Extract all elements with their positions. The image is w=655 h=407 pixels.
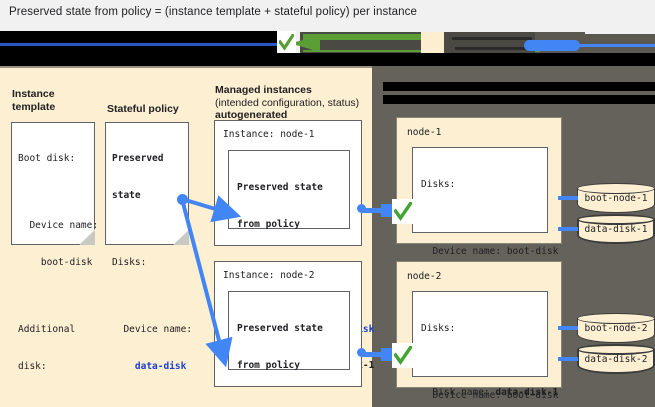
cream-chip (421, 32, 444, 55)
blue-blob (524, 40, 580, 51)
node-1-disks-box: Disks: Device name: boot-disk Disk name:… (412, 147, 558, 398)
managed-instance-title-2: Instance: node-2 (223, 270, 315, 281)
arrow-head-node-1 (381, 204, 394, 217)
stateful-policy-card: Preserved state Disks: Device name: data… (105, 122, 192, 372)
heading-managed-instances: Managed instances (intended configuratio… (215, 84, 360, 121)
preserved-state-box-1: Preserved state from policy Disks: Devic… (228, 150, 374, 371)
green-bar-top (303, 34, 421, 40)
blue-rule-line (0, 43, 282, 46)
connector-boot-node-2 (558, 326, 578, 330)
preserved-state-box-2: Preserved state from policy Disks: Devic… (228, 291, 350, 371)
check-mark-badge-node-2 (392, 343, 414, 368)
n2-disks-label: Disks: (421, 323, 456, 335)
sp-line-2: state (112, 190, 141, 202)
managed-instance-box-node-1: Instance: node-1 Preserved state from po… (214, 120, 374, 371)
disk-cylinder-boot-node-2: boot-node-2 (577, 313, 655, 343)
check-mark-badge-node-1 (392, 199, 414, 224)
arrow-line-node-1 (362, 208, 386, 213)
node-1-title: node-1 (407, 127, 442, 138)
n2-boot-device-row: Device name: boot-disk (432, 390, 559, 402)
heading-instance-template: Instance template (12, 88, 56, 113)
tpl-line-1: Boot disk: (18, 153, 76, 165)
arrow-dot-node-1 (357, 204, 366, 213)
connector-data-disk-1 (558, 227, 578, 231)
arrow-head-node-2 (381, 348, 394, 361)
blue-tail-line (556, 44, 655, 47)
node-box-node-1: node-1 Disks: Device name: boot-disk Dis… (396, 117, 562, 398)
disk-cylinder-data-disk-2: data-disk-2 (577, 344, 655, 374)
redaction-line-1 (452, 37, 532, 40)
redacted-header-band (0, 31, 655, 66)
sp-line-4: Disks: (112, 257, 147, 269)
band-notch (585, 31, 655, 34)
arrow-origin-dot-policy (177, 194, 188, 205)
tpl-line-6: Additional (18, 324, 76, 336)
page-title: Preserved state from policy = (instance … (9, 6, 418, 18)
n1-disks-label: Disks: (421, 179, 456, 191)
disk-cylinder-data-disk-1: data-disk-1 (577, 214, 655, 244)
heading-stateful-policy: Stateful policy (107, 103, 179, 115)
instance-template-card: Boot disk: Device name: boot-disk Additi… (11, 122, 99, 372)
n1-data-disk-row: Disk name: data-disk-1 (432, 386, 559, 398)
left-panel-top-rule (0, 66, 372, 68)
connector-boot-node-1 (558, 196, 578, 200)
ps2-title-l1: Preserved state (237, 323, 323, 335)
node-2-disks-box: Disks: Device name: boot-disk Disk name:… (412, 291, 558, 401)
sp-line-6: Device name: (112, 324, 193, 336)
disk-cylinder-boot-node-1: boot-node-1 (577, 183, 655, 213)
redaction-heading-2 (383, 95, 655, 104)
ps1-title-l1: Preserved state (237, 182, 323, 194)
sp-line-1: Preserved (112, 153, 164, 165)
gray-chip (444, 32, 535, 55)
tpl-line-7: disk: (18, 360, 47, 372)
connector-data-disk-2 (558, 357, 578, 361)
ps2-title-l2: from policy (237, 360, 300, 372)
node-2-title: node-2 (407, 271, 442, 282)
check-mark-badge-header (277, 31, 296, 55)
n1-boot-device-row: Device name: boot-disk (432, 246, 559, 258)
arrow-dot-node-2 (357, 348, 366, 357)
sp-line-7: data-disk (112, 360, 187, 372)
redaction-bar-bottom (0, 53, 655, 66)
managed-instance-title-1: Instance: node-1 (223, 129, 315, 140)
tpl-line-3: Device name: (18, 220, 99, 232)
redaction-line-2 (455, 47, 532, 50)
tpl-line-4: boot-disk (18, 257, 93, 269)
node-box-node-2: node-2 Disks: Device name: boot-disk Dis… (396, 261, 562, 401)
arrow-line-node-2 (362, 352, 386, 357)
managed-instance-box-node-2: Instance: node-2 Preserved state from po… (214, 261, 362, 387)
redaction-heading-1 (383, 82, 655, 91)
ps1-title-l2: from policy (237, 219, 300, 231)
